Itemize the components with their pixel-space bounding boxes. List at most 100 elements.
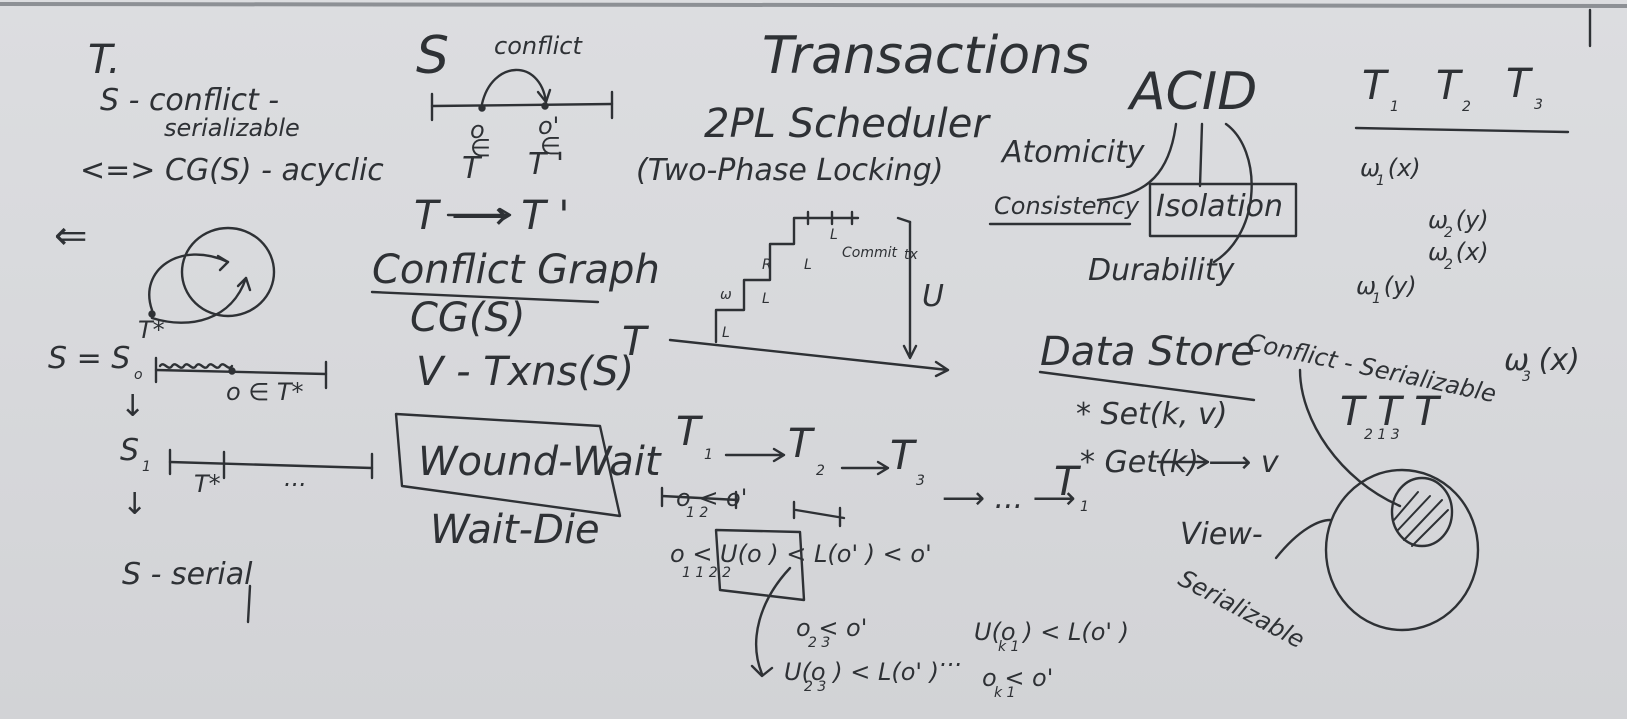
serializable-label: serializable	[164, 114, 300, 142]
chain-arrows: ⟶ ... ⟶	[942, 481, 1076, 516]
s1-label: S	[120, 433, 140, 468]
set-operation: * Set(k, v)	[1076, 397, 1228, 432]
serial-bar	[246, 584, 252, 624]
schedule-t3-sub: 3	[1534, 97, 1543, 113]
get-operation: * Get(k) ⟶ v	[1080, 445, 1279, 480]
ellipsis: ...	[284, 464, 307, 492]
chain-t3-sub: 3	[916, 473, 925, 489]
acid-connectors	[1096, 122, 1253, 264]
t-star-label-2: T*	[194, 470, 221, 498]
down-arrow-1: ↓	[120, 389, 146, 424]
two-phase-locking-staircase	[668, 210, 950, 378]
staircase-l3: L	[804, 257, 812, 273]
wait-die-label: Wait-Die	[430, 507, 600, 553]
inequality-2-subs: 1 1 2 2	[682, 565, 731, 581]
implication-arrow	[750, 566, 792, 678]
chain-tn-sub: 1	[1080, 499, 1089, 515]
t-heading: T.	[88, 37, 121, 83]
s0-subscript: o	[134, 367, 143, 383]
lock-inequality-box	[714, 528, 806, 602]
op-w1x-sub: 1	[1376, 173, 1385, 189]
wound-wait-label: Wound-Wait	[418, 439, 661, 485]
conflict-label: conflict	[494, 32, 582, 60]
t-to-tprime-arrow	[446, 207, 512, 223]
inequality-3: o < o'	[796, 614, 868, 642]
schedule-header-rule	[1354, 126, 1570, 134]
s-serial-label: S - serial	[122, 557, 253, 592]
durability-label: Durability	[1088, 253, 1235, 288]
t-star-label: T*	[138, 316, 165, 344]
wound-wait-box	[394, 412, 622, 518]
conflict-graph-underline	[370, 290, 600, 304]
acyclic-equivalence: <=> CG(S) - acyclic	[80, 153, 384, 188]
o-label: o	[470, 116, 485, 144]
serial-order: T T T	[1340, 389, 1439, 435]
op-w2y: ω (y)	[1428, 206, 1489, 234]
s0-timeline	[154, 356, 328, 390]
scheduler-subtitle: (Two-Phase Locking)	[636, 153, 944, 188]
s1-subscript: 1	[142, 459, 151, 475]
op-w3x: ω (x)	[1504, 343, 1580, 378]
schedule-t1: T	[1362, 63, 1387, 109]
chain-t3: T	[890, 433, 915, 479]
chain-t2: T	[788, 421, 813, 467]
atomicity-label: Atomicity	[1002, 135, 1145, 170]
isolation-box	[1148, 182, 1298, 238]
t-to-t-prime: T ⟶ T '	[414, 193, 570, 239]
op-w1x: ω (x)	[1360, 154, 1421, 182]
s-equals-s0: S = S	[48, 341, 131, 376]
implies-arrow: ⇐	[54, 213, 88, 259]
serial-order-subs: 2 1 3	[1364, 427, 1400, 443]
o-in-t-star: o ∈ T*	[226, 378, 304, 406]
inequality-3-subs: 2 3	[808, 635, 831, 651]
inequality-1-subs: 1 2	[686, 505, 709, 521]
inequality-dots: ...	[940, 644, 963, 672]
staircase-tx: tx	[904, 247, 918, 263]
cg-s-label: CG(S)	[410, 295, 526, 341]
inequality-4: U(o ) < L(o' )	[784, 658, 939, 686]
chain-t1-sub: 1	[704, 447, 713, 463]
schedule-t3: T	[1506, 61, 1531, 107]
v-txns-label: V - Txns(S)	[416, 349, 635, 395]
staircase-t-axis: T	[622, 319, 647, 365]
op-w2x: ω (x)	[1428, 238, 1489, 266]
consistency-label: Consistency	[994, 192, 1140, 220]
inequality-1: o < o'	[676, 484, 748, 512]
t-prime-label: T '	[528, 147, 565, 182]
op-w3x-sub: 3	[1522, 369, 1531, 385]
staircase-u: U	[922, 279, 944, 314]
transaction-chain-arrows	[724, 447, 890, 476]
data-store-underline	[1038, 370, 1256, 402]
cycle-drawing	[148, 226, 276, 324]
inequality-6: o < o'	[982, 664, 1054, 692]
staircase-r: R	[762, 257, 772, 273]
isolation-label: Isolation	[1156, 189, 1284, 224]
staircase-l4: L	[830, 227, 838, 243]
inequality-6-subs: k 1	[994, 685, 1016, 701]
s-heading: S	[416, 26, 450, 86]
staircase-w: ω	[720, 287, 732, 303]
serializability-venn	[1274, 368, 1480, 632]
chain-t1: T	[676, 409, 701, 455]
staircase-l2: L	[762, 291, 770, 307]
in-symbol-1: ∈	[470, 134, 491, 162]
staircase-commit: Commit	[842, 245, 897, 261]
scheduler-title: 2PL Scheduler	[704, 101, 989, 147]
inequality-5-subs: k 1	[998, 639, 1020, 655]
board-title: Transactions	[762, 26, 1091, 86]
get-arrow	[1156, 454, 1210, 470]
inequality-2: o < U(o ) < L(o' ) < o'	[670, 540, 932, 568]
board-top-edge	[0, 2, 1627, 8]
inequality-5: U(o ) < L(o' )	[974, 618, 1129, 646]
data-store-label: Data Store	[1040, 329, 1255, 375]
view-serializable-line1: View-	[1180, 517, 1263, 552]
acid-heading: ACID	[1130, 62, 1258, 122]
conflict-timeline	[430, 68, 614, 122]
down-arrow-2: ↓	[122, 487, 148, 522]
inequality-4-subs: 2 3	[804, 679, 827, 695]
schedule-t2: T	[1436, 63, 1461, 109]
schedule-t2-sub: 2	[1462, 99, 1471, 115]
chain-tn: T	[1054, 459, 1079, 505]
